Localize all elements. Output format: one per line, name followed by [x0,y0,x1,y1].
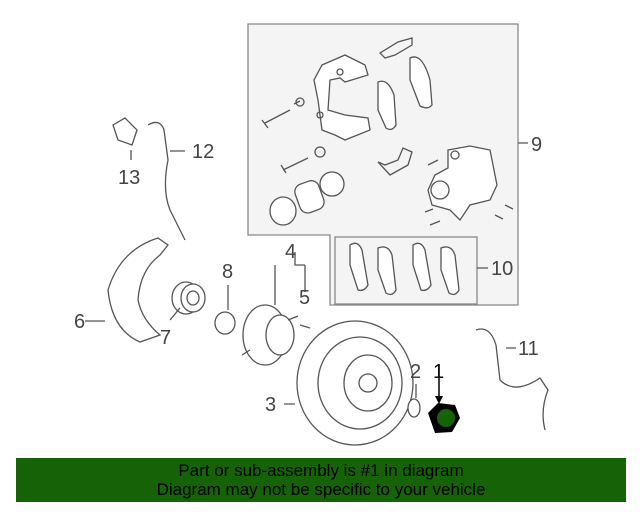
callout-9: 9 [531,134,542,156]
hub-nut[interactable] [428,403,460,433]
caliper-bracket[interactable] [313,54,371,141]
guide-pin[interactable] [280,146,326,174]
anti-rattle-clip[interactable] [378,37,413,59]
brake-pad-set[interactable] [349,242,460,296]
callout-6: 6 [74,311,85,333]
brake-pad[interactable] [409,56,433,109]
caliper-body[interactable] [427,145,498,222]
callout-2: 2 [410,361,421,383]
brake-rotor[interactable] [296,320,414,446]
snap-ring[interactable] [214,311,236,335]
dust-shield[interactable] [107,237,169,343]
piston-seal[interactable] [269,171,345,226]
callout-3: 3 [265,394,276,416]
washer[interactable] [407,398,421,418]
anti-rattle-clip[interactable] [377,147,413,176]
callout-13: 13 [118,167,140,189]
fitment-notice-banner: Part or sub-assembly is #1 in diagram Di… [16,458,626,502]
brake-pad[interactable] [377,80,397,131]
abs-sensor-bracket[interactable] [112,117,138,146]
callout-12: 12 [192,141,214,163]
callout-7: 7 [160,327,171,349]
callout-1: 1 [433,361,444,383]
banner-line-disclaimer: Diagram may not be specific to your vehi… [156,480,486,499]
abs-sensor-wire[interactable] [147,121,186,241]
abs-sensor-rear-wire[interactable] [475,328,549,431]
callout-8: 8 [222,261,233,283]
banner-line-part: Part or sub-assembly is #1 in diagram [178,461,464,480]
callout-5: 5 [299,287,310,309]
guide-pin[interactable] [261,97,305,129]
callout-4: 4 [285,241,296,263]
callout-10: 10 [491,258,513,280]
wheel-bearing[interactable] [171,281,206,315]
callout-11: 11 [518,338,539,360]
wheel-hub[interactable] [241,304,311,366]
